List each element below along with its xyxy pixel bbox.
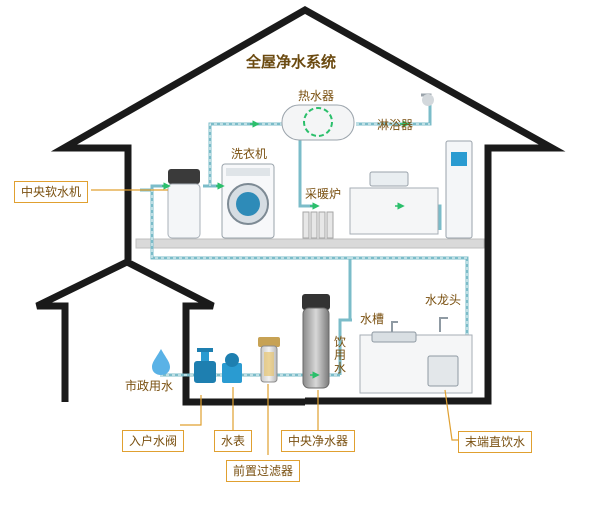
kitchen-sink-graphic — [359, 317, 473, 394]
pre-filter-graphic — [258, 337, 280, 383]
main-house-outline — [50, 5, 566, 405]
water-meter-graphic — [222, 353, 242, 383]
water-heater-graphic — [281, 104, 355, 141]
shower-head-graphic — [421, 93, 434, 106]
water-drop-icon — [152, 349, 170, 375]
flow-arrows — [162, 120, 410, 379]
label-municipal-water: 市政用水 — [125, 379, 174, 393]
callout-leaders — [91, 189, 458, 455]
water-dispenser-graphic — [445, 140, 473, 239]
label-heating-stove: 采暖炉 — [305, 187, 342, 201]
label-faucet: 水龙头 — [425, 293, 462, 307]
label-sink: 水槽 — [360, 312, 385, 326]
inlet-valve-graphic — [194, 348, 216, 383]
callout-central-purifier: 中央净水器 — [281, 430, 356, 452]
floor-slab — [135, 238, 485, 249]
radiator-graphic — [302, 211, 334, 239]
callout-water-meter: 水表 — [214, 430, 253, 452]
callout-inlet-valve: 入户水阀 — [122, 430, 185, 452]
annex-house-outline — [35, 188, 305, 406]
label-water-heater: 热水器 — [298, 89, 335, 103]
washing-machine-graphic — [221, 163, 275, 239]
label-shower: 淋浴器 — [377, 118, 414, 132]
label-washing-machine: 洗衣机 — [231, 147, 268, 161]
label-drinking-water: 饮用水 — [334, 335, 347, 375]
callout-pre-filter: 前置过滤器 — [226, 460, 301, 482]
callout-terminal-drinking: 末端直饮水 — [458, 431, 533, 453]
central-purifier-graphic — [302, 294, 330, 389]
diagram-title: 全屋净水系统 — [246, 53, 337, 71]
callout-central-softener: 中央软水机 — [14, 181, 89, 203]
vanity-graphic — [349, 171, 439, 235]
central-softener-graphic — [167, 169, 201, 239]
